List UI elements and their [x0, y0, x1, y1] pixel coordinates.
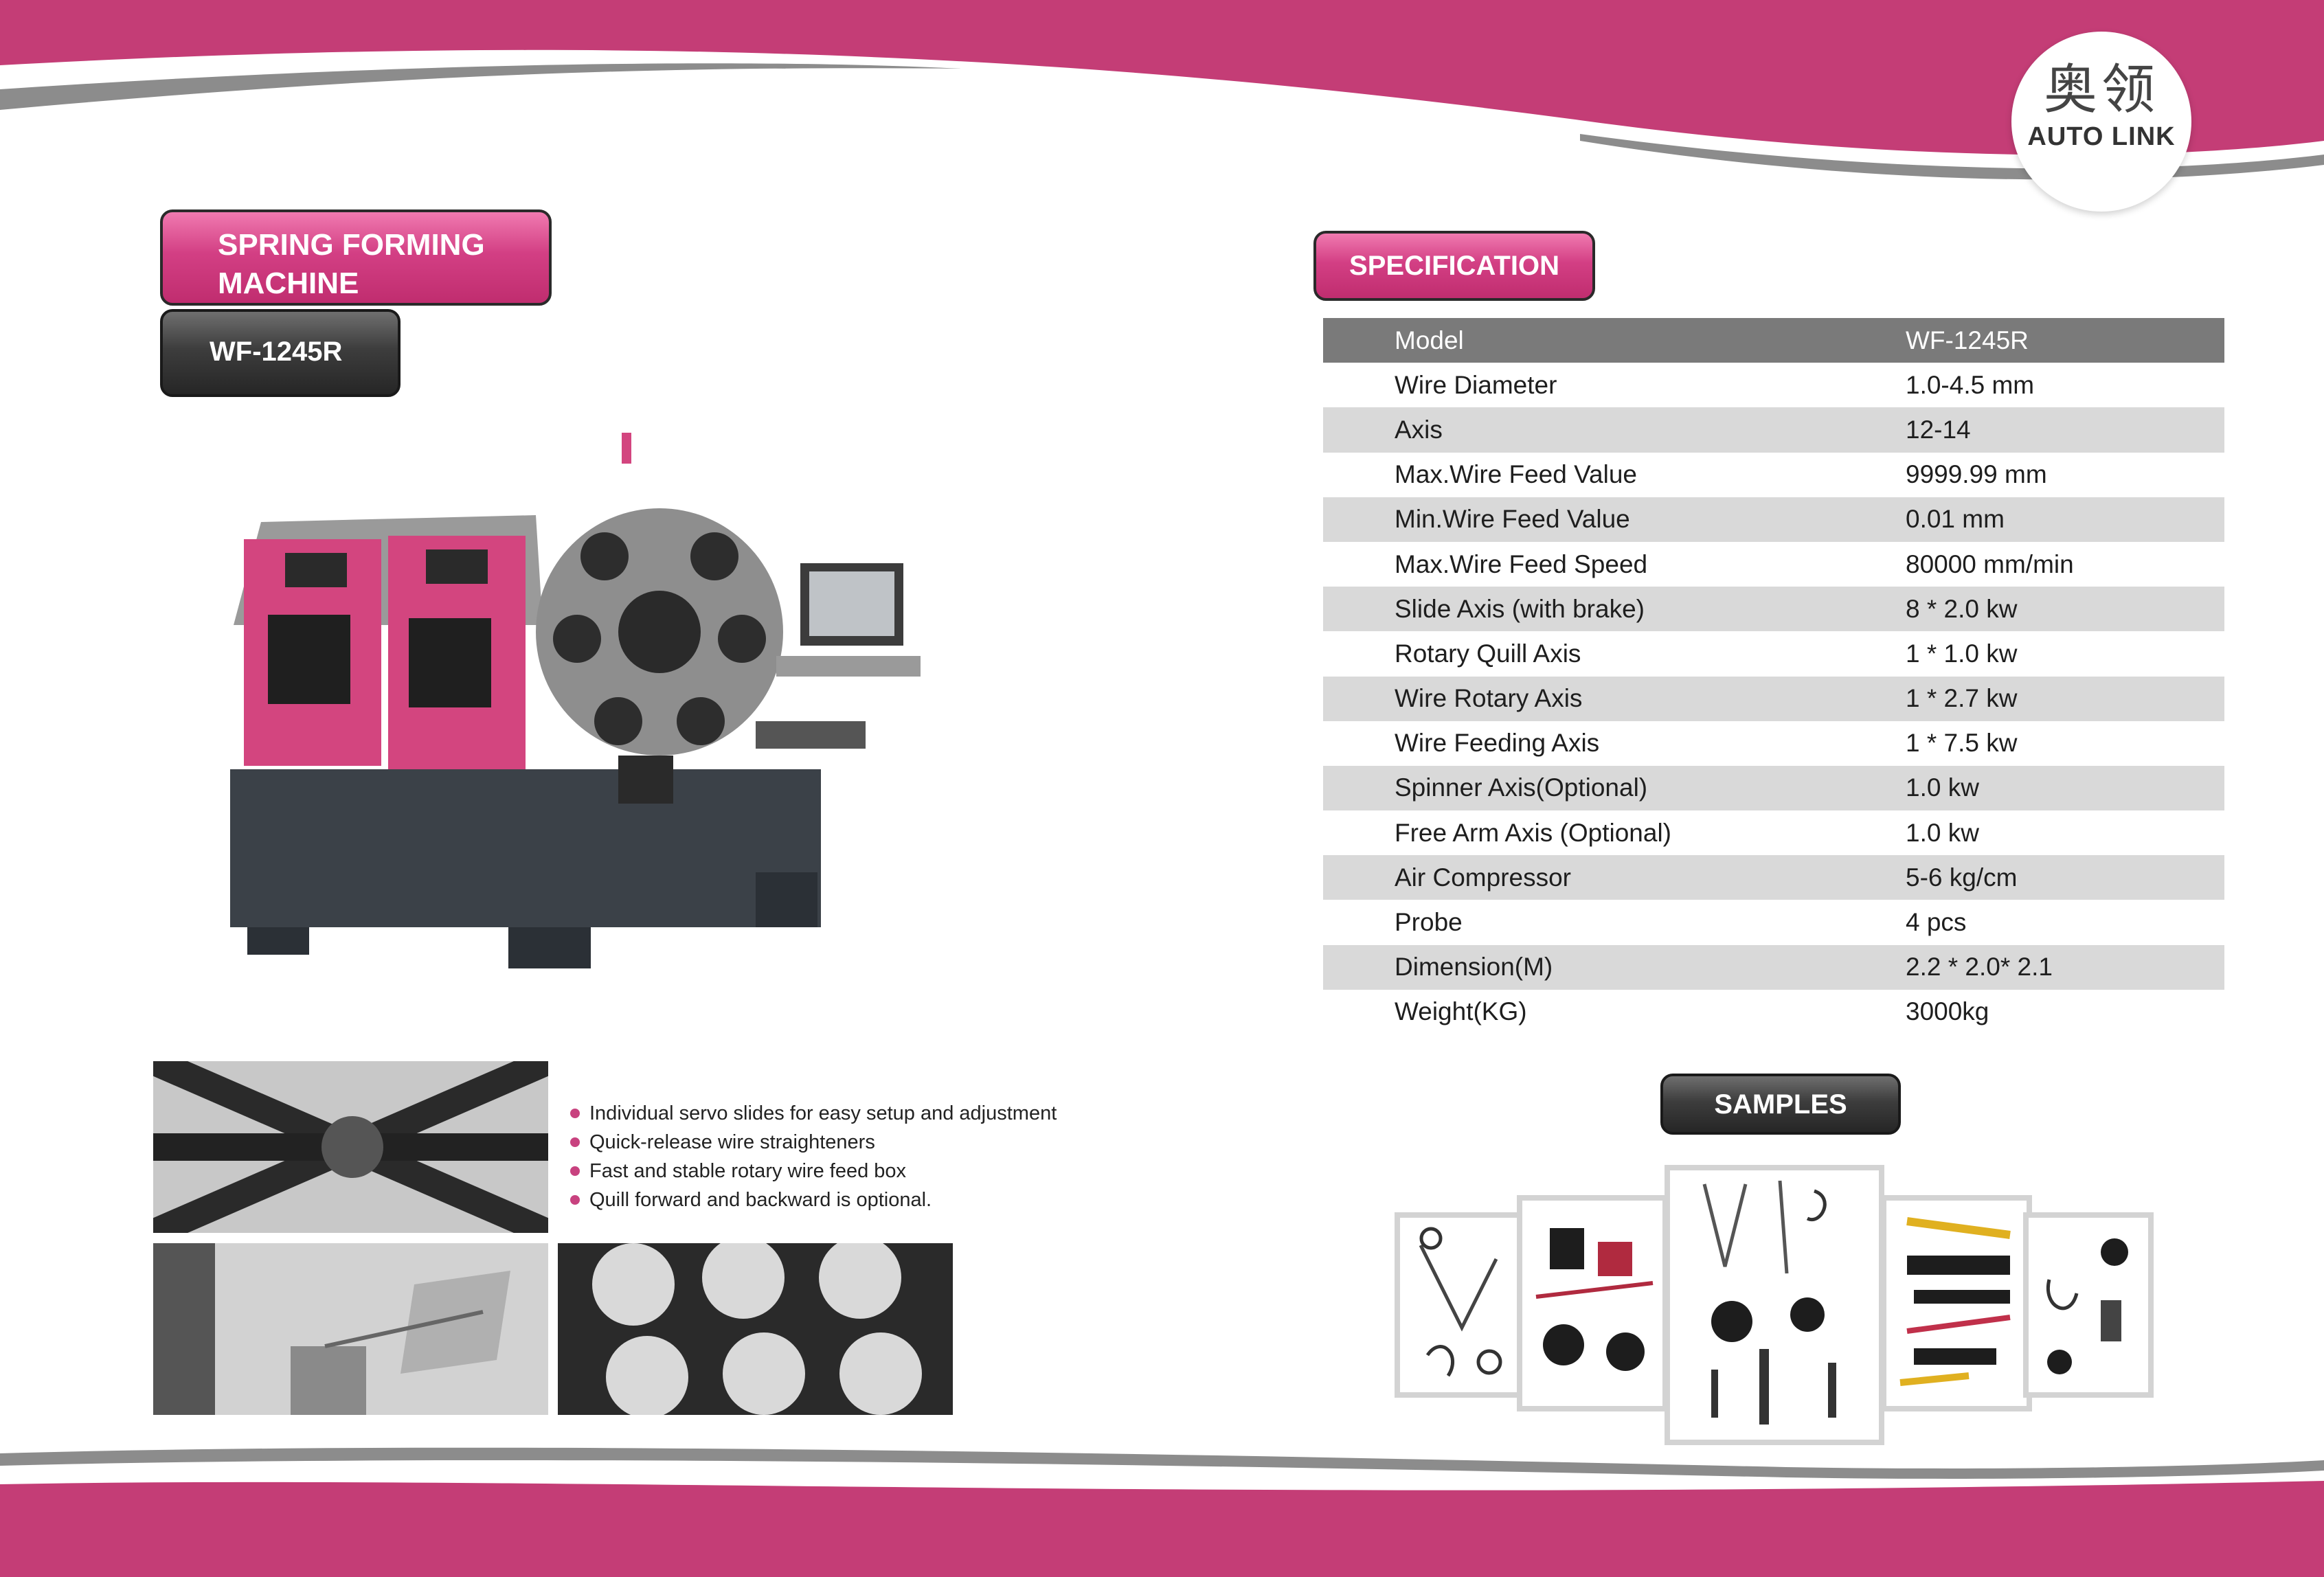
- machine-photo: [220, 419, 948, 1023]
- logo-english-text: AUTO LINK: [2027, 122, 2176, 151]
- sample-photo-small-springs: [2023, 1212, 2154, 1398]
- spec-row: Spinner Axis(Optional)1.0 kw: [1323, 765, 2224, 811]
- company-logo: 奥领 AUTO LINK: [2011, 32, 2191, 212]
- spec-row: Max.Wire Feed Value 9999.99 mm: [1323, 453, 2224, 497]
- spec-label: Rotary Quill Axis: [1395, 639, 1581, 668]
- sample-photo-torsion-springs: [1517, 1195, 1668, 1411]
- spec-value: 5-6 kg/cm: [1906, 855, 2224, 900]
- spec-value: 12-14: [1906, 407, 2224, 453]
- spec-value: 1 * 7.5 kw: [1906, 729, 2018, 758]
- spec-value: 1.0 kw: [1906, 765, 2224, 811]
- spec-label: Axis: [1323, 407, 1906, 453]
- spec-label: Max.Wire Feed Value: [1395, 460, 1637, 489]
- model-badge: WF-1245R: [160, 309, 401, 397]
- spec-value: 1 * 2.7 kw: [1906, 676, 2224, 721]
- spec-row: Probe 4 pcs: [1323, 900, 2224, 944]
- spec-row: Wire Diameter 1.0-4.5 mm: [1323, 363, 2224, 407]
- feature-item: Fast and stable rotary wire feed box: [570, 1157, 1057, 1185]
- spec-value: WF-1245R: [1906, 318, 2224, 363]
- footer-wave: [0, 1447, 2324, 1577]
- spec-value: 80000 mm/min: [1906, 549, 2074, 578]
- detail-photo-slides: [558, 1243, 953, 1415]
- spec-label: Free Arm Axis (Optional): [1395, 818, 1672, 847]
- spec-value: 0.01 mm: [1906, 497, 2224, 542]
- spec-value: 4 pcs: [1906, 908, 1967, 937]
- spec-row: Weight(KG) 3000kg: [1323, 990, 2224, 1034]
- spec-value: 8 * 2.0 kw: [1906, 587, 2224, 632]
- spec-value: 1.0 kw: [1906, 818, 1979, 847]
- spec-value: 3000kg: [1906, 997, 1989, 1026]
- spec-label: Wire Feeding Axis: [1395, 729, 1600, 758]
- detail-photo-tooling: [153, 1061, 548, 1233]
- feature-item: Quick-release wire straighteners: [570, 1128, 1057, 1157]
- sample-photo-wire-forms: [1395, 1212, 1525, 1398]
- feature-list: Individual servo slides for easy setup a…: [570, 1099, 1057, 1214]
- sample-photo-mixed-springs: [1665, 1165, 1884, 1445]
- spec-label: Wire Diameter: [1395, 370, 1557, 399]
- spec-label: Slide Axis (with brake): [1323, 587, 1906, 632]
- samples-badge: SAMPLES: [1660, 1074, 1901, 1135]
- spec-row: Rotary Quill Axis 1 * 1.0 kw: [1323, 631, 2224, 676]
- spec-row: Dimension(M)2.2 * 2.0* 2.1: [1323, 944, 2224, 990]
- spec-label: Air Compressor: [1323, 855, 1906, 900]
- model-badge-label: WF-1245R: [210, 337, 343, 367]
- spec-label: Weight(KG): [1395, 997, 1527, 1026]
- spec-label: Wire Rotary Axis: [1323, 676, 1906, 721]
- header-wave: [0, 0, 2324, 180]
- feature-item: Quill forward and backward is optional.: [570, 1185, 1057, 1214]
- spec-row: Free Arm Axis (Optional) 1.0 kw: [1323, 810, 2224, 855]
- spec-label: Max.Wire Feed Speed: [1395, 549, 1648, 578]
- spec-label: Dimension(M): [1323, 944, 1906, 990]
- spec-label: Spinner Axis(Optional): [1323, 765, 1906, 811]
- spec-row: Max.Wire Feed Speed 80000 mm/min: [1323, 542, 2224, 587]
- spec-value: 2.2 * 2.0* 2.1: [1906, 944, 2224, 990]
- product-title: SPRING FORMING MACHINE: [218, 228, 485, 300]
- spec-row: Wire Feeding Axis 1 * 7.5 kw: [1323, 721, 2224, 766]
- specification-title: SPECIFICATION: [1349, 251, 1559, 281]
- spec-value: 1.0-4.5 mm: [1906, 370, 2035, 399]
- spec-label: Probe: [1395, 908, 1463, 937]
- spec-row: Slide Axis (with brake)8 * 2.0 kw: [1323, 587, 2224, 632]
- feature-item: Individual servo slides for easy setup a…: [570, 1099, 1057, 1128]
- sample-photo-extension-springs: [1881, 1195, 2032, 1411]
- spec-label: Min.Wire Feed Value: [1323, 497, 1906, 542]
- spec-value: 9999.99 mm: [1906, 460, 2047, 489]
- detail-photo-wire-guide: [153, 1243, 548, 1415]
- product-title-badge: SPRING FORMING MACHINE: [160, 209, 552, 306]
- logo-chinese-text: 奥领: [2043, 59, 2159, 121]
- spec-value: 1 * 1.0 kw: [1906, 639, 2018, 668]
- samples-title: SAMPLES: [1714, 1089, 1847, 1120]
- spec-label: Model: [1323, 318, 1906, 363]
- specification-badge: SPECIFICATION: [1313, 231, 1595, 301]
